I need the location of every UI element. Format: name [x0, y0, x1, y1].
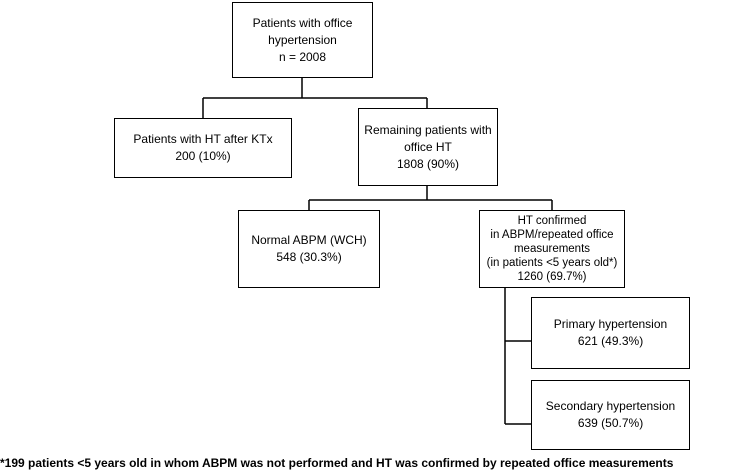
node-root-line-1: Patients with office	[252, 15, 353, 30]
node-confirmed-line-2: in ABPM/repeated office	[490, 229, 614, 241]
node-secondary-line-1: Secondary hypertension	[545, 399, 676, 413]
node-remaining-line-1: Remaining patients with	[364, 122, 492, 137]
node-after-ktx-line-2: 200 (10%)	[175, 149, 231, 163]
node-remaining-line-3: 1808 (90%)	[396, 156, 460, 171]
node-secondary-line-2: 639 (50.7%)	[577, 416, 644, 430]
node-root: Patients with office hypertension n = 20…	[232, 2, 373, 78]
footnote: *199 patients <5 years old in whom ABPM …	[0, 456, 674, 470]
node-secondary: Secondary hypertension 639 (50.7%)	[531, 380, 690, 450]
node-confirmed-line-1: HT confirmed	[517, 215, 587, 227]
node-primary-line-2: 621 (49.3%)	[577, 334, 644, 348]
node-confirmed-line-3: measurements	[513, 243, 591, 255]
node-root-line-3: n = 2008	[278, 49, 327, 64]
node-primary: Primary hypertension 621 (49.3%)	[531, 297, 690, 369]
node-root-line-2: hypertension	[268, 32, 337, 47]
node-confirmed-line-5: 1260 (69.7%)	[517, 271, 587, 283]
node-after-ktx: Patients with HT after KTx 200 (10%)	[114, 118, 292, 178]
node-normal-abpm-line-2: 548 (30.3%)	[276, 250, 342, 264]
node-normal-abpm-line-1: Normal ABPM (WCH)	[251, 233, 367, 247]
node-primary-line-1: Primary hypertension	[553, 317, 668, 331]
node-confirmed-line-4: (in patients <5 years old*)	[486, 257, 618, 269]
node-confirmed: HT confirmed in ABPM/repeated office mea…	[479, 210, 625, 288]
node-after-ktx-line-1: Patients with HT after KTx	[133, 132, 273, 146]
node-remaining: Remaining patients with office HT 1808 (…	[358, 108, 498, 186]
node-normal-abpm: Normal ABPM (WCH) 548 (30.3%)	[238, 210, 380, 288]
node-remaining-line-2: office HT	[404, 139, 452, 154]
